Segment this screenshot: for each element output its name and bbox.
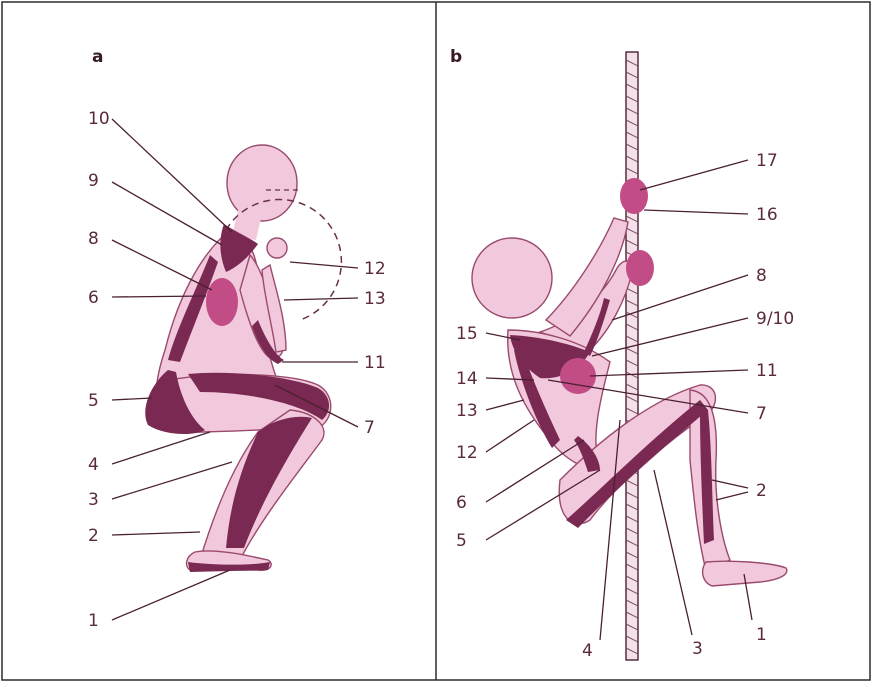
callout-a-3: 3: [88, 490, 99, 510]
figure-b-head: [472, 238, 552, 318]
callout-b-7: 7: [756, 404, 767, 424]
callout-a-6: 6: [88, 288, 99, 308]
callout-b-6: 6: [456, 493, 467, 513]
callout-b-4: 4: [582, 641, 593, 661]
callout-b-8: 8: [756, 266, 767, 286]
callout-b-2: 2: [756, 481, 767, 501]
callout-a-10: 10: [88, 109, 110, 129]
callout-a-8: 8: [88, 229, 99, 249]
callout-a-11: 11: [364, 353, 386, 373]
callout-b-3: 3: [692, 639, 703, 659]
callout-b-5: 5: [456, 531, 467, 551]
callout-a-4: 4: [88, 455, 99, 475]
figure-b-upper-hand: [620, 178, 648, 214]
callout-a-12: 12: [364, 259, 386, 279]
muscle-a-deltoid: [206, 278, 238, 326]
callout-a-2: 2: [88, 526, 99, 546]
callout-b-16: 16: [756, 205, 778, 225]
panel-b-label: b: [450, 47, 462, 67]
figure-b-lower-hand: [626, 250, 654, 286]
callout-b-11: 11: [756, 361, 778, 381]
callout-b-14: 14: [456, 369, 478, 389]
callout-b-13: 13: [456, 401, 478, 421]
callout-b-15: 15: [456, 324, 478, 344]
figure-a-head: [227, 145, 297, 221]
panel-a-label: a: [92, 47, 103, 67]
callout-b-1: 1: [756, 625, 767, 645]
callout-a-7: 7: [364, 418, 375, 438]
callout-a-9: 9: [88, 171, 99, 191]
callout-b-9-10: 9/10: [756, 309, 794, 329]
rope: [626, 52, 638, 660]
figure-a-fist: [267, 238, 287, 258]
callout-a-5: 5: [88, 391, 99, 411]
callout-a-13: 13: [364, 289, 386, 309]
callout-b-12: 12: [456, 443, 478, 463]
callout-a-1: 1: [88, 611, 99, 631]
callout-b-17: 17: [756, 151, 778, 171]
